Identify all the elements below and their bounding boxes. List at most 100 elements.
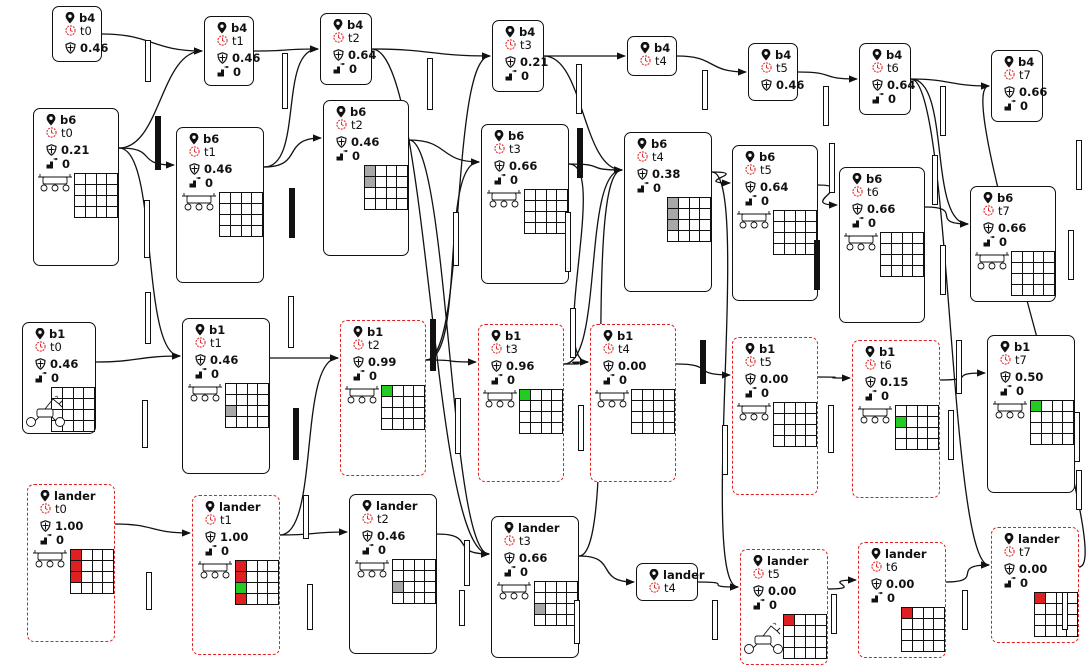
- probability-bar: [565, 212, 571, 272]
- grid-cell: [540, 400, 553, 412]
- clock-icon: [761, 62, 772, 73]
- grid-cell: [544, 603, 557, 615]
- grid-cell: [84, 173, 97, 185]
- rover-icon: [593, 389, 631, 409]
- location-pin-icon: [745, 150, 755, 163]
- node-name: lander: [1018, 531, 1060, 546]
- grid-cell: [1021, 251, 1034, 263]
- node-time-row: t1: [189, 145, 216, 159]
- edge-b1_t5-to-b1_t6: [817, 374, 851, 382]
- location-pin-icon: [865, 345, 875, 358]
- grid-cell: [83, 387, 95, 399]
- node-prob: 0.66: [998, 220, 1027, 235]
- node-time-row: t4: [640, 54, 667, 68]
- shield-icon: [852, 202, 863, 215]
- state-grid: [783, 614, 827, 659]
- grid-cell: [641, 422, 654, 434]
- grid-cell: [1032, 284, 1045, 296]
- grid-cell: [804, 614, 817, 626]
- grid-cell: [566, 581, 578, 593]
- grid-cell: [402, 570, 415, 582]
- grid-cell: [413, 407, 425, 419]
- node-name-row: lander: [40, 489, 96, 503]
- grid-cell: [391, 407, 404, 419]
- grid-cell: [245, 593, 258, 605]
- rover-icon: [353, 559, 391, 579]
- grid-cell: [815, 614, 827, 626]
- grid-cell: [783, 435, 796, 447]
- grid-cell: [1043, 284, 1055, 296]
- rover-icon: [856, 405, 894, 425]
- state-grid: [1030, 400, 1074, 445]
- edge-b6_t2-to-lander_t3: [408, 139, 490, 558]
- edge-b4_t5-to-b4_t6: [797, 71, 858, 83]
- grid-cell: [783, 625, 795, 637]
- node-count: 0: [233, 64, 242, 79]
- node-prob-row: 0.21: [505, 55, 548, 69]
- grid-cell: [1021, 284, 1034, 296]
- node-prob-row: 0.64: [745, 180, 788, 194]
- probability-bar: [427, 58, 433, 110]
- node-time: t5: [776, 60, 788, 75]
- location-pin-icon: [640, 41, 650, 54]
- grid-cell: [381, 385, 393, 397]
- grid-cell: [663, 389, 675, 401]
- grid-cell: [652, 422, 665, 434]
- node-count: 0: [507, 372, 516, 387]
- node-name: lander: [663, 567, 705, 582]
- steps-icon: [217, 66, 229, 77]
- edge-lander_t6-to-lander_t7: [945, 561, 990, 583]
- grid-cell: [240, 225, 253, 237]
- location-pin-icon: [871, 547, 881, 560]
- node-time: t0: [61, 125, 73, 140]
- grid-cell: [912, 232, 924, 244]
- clock-icon: [745, 356, 756, 367]
- node-count-row: 0: [1004, 576, 1028, 590]
- node-prob: 0.00: [618, 358, 647, 373]
- grid-cell: [80, 549, 93, 561]
- node-name-row: b1: [1000, 340, 1030, 354]
- grid-cell: [364, 187, 376, 199]
- grid-cell: [1044, 625, 1057, 637]
- node-name: b6: [651, 136, 668, 151]
- node-count-row: 0: [1004, 99, 1028, 113]
- grid-cell: [246, 394, 259, 406]
- node-time: t3: [506, 341, 518, 356]
- location-pin-icon: [872, 48, 882, 61]
- grid-cell: [783, 424, 796, 436]
- edge-b6_t1-to-b6_t2: [263, 134, 322, 168]
- location-pin-icon: [1000, 340, 1010, 353]
- shield-icon: [603, 359, 614, 372]
